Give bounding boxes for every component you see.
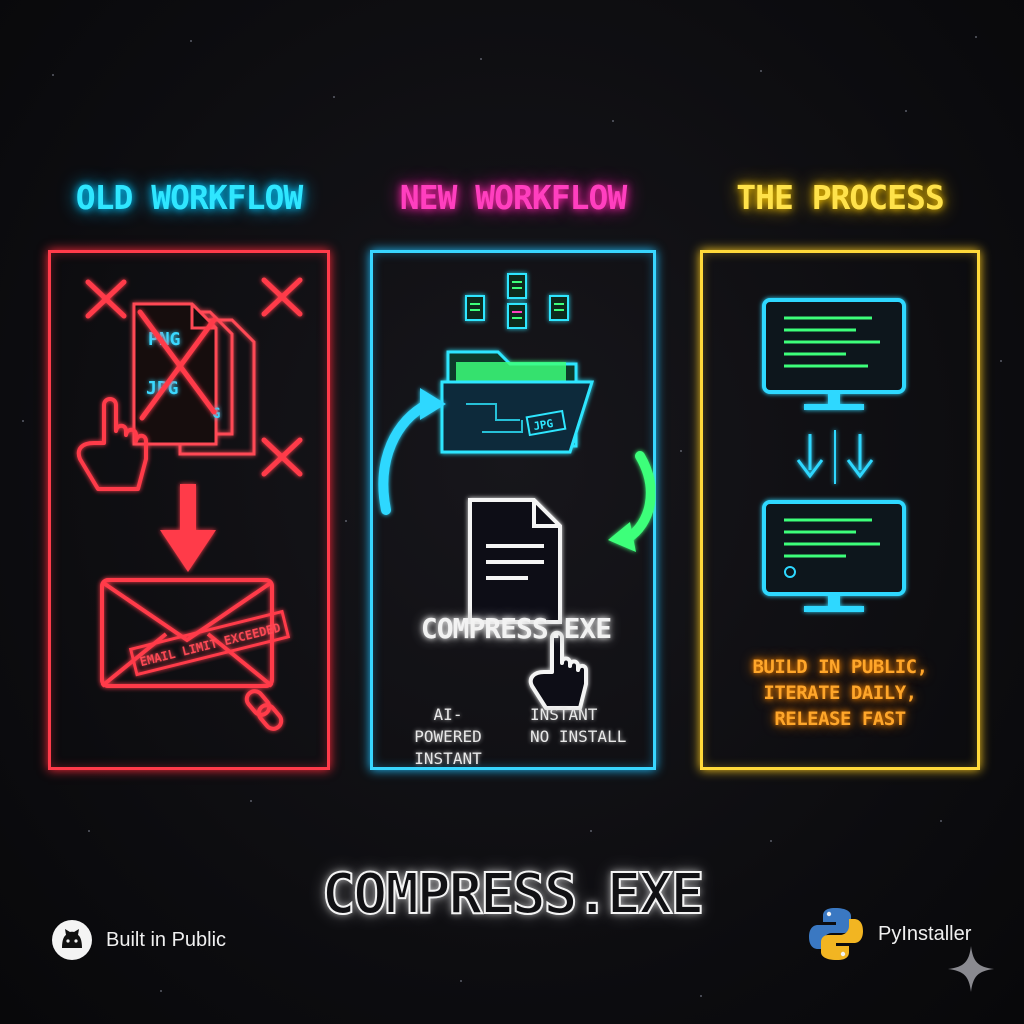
cycle-arrow-icon xyxy=(623,451,656,543)
footer-right-text: PyInstaller xyxy=(878,922,972,945)
small-file-icons xyxy=(465,273,569,329)
heading-new-workflow: NEW WORKFLOW xyxy=(399,178,627,217)
feature-list-left: AI-POWERED INSTANT xyxy=(400,704,496,770)
feature-ai-powered: AI-POWERED xyxy=(414,705,482,746)
footer-pyinstaller: PyInstaller xyxy=(806,904,971,964)
file-icon xyxy=(549,295,569,321)
footer-left-text: Built in Public xyxy=(106,928,227,951)
monitor-icon xyxy=(762,298,906,410)
chain-icon xyxy=(244,689,284,731)
down-arrow-icon xyxy=(796,430,874,484)
heading-old-workflow: OLD WORKFLOW xyxy=(75,178,303,217)
file-icon xyxy=(465,295,485,321)
process-line-3: RELEASE FAST xyxy=(774,708,906,730)
hand-pointer-icon xyxy=(76,397,148,491)
old-workflow-panel xyxy=(48,250,330,770)
hand-pointer-icon xyxy=(528,630,588,710)
monitor-icon xyxy=(762,500,906,612)
folder-icon xyxy=(440,350,595,454)
file-icon xyxy=(507,303,527,329)
feature-list-right: INSTANT NO INSTALL xyxy=(530,704,630,748)
footer-built-in-public: Built in Public xyxy=(50,918,226,962)
feature-no-install: NO INSTALL xyxy=(530,727,627,746)
feature-instant-right: INSTANT xyxy=(530,705,598,724)
sparkle-icon xyxy=(948,946,994,992)
main-title: COMPRESS.EXE xyxy=(321,861,706,928)
python-icon xyxy=(809,908,863,960)
new-workflow-panel xyxy=(370,250,656,770)
github-icon xyxy=(52,920,92,960)
cycle-arrow-icon xyxy=(378,399,433,515)
process-line-2: ITERATE DAILY, xyxy=(763,682,917,704)
process-motto: BUILD IN PUBLIC, ITERATE DAILY, RELEASE … xyxy=(740,654,940,732)
feature-instant: INSTANT xyxy=(414,749,482,768)
x-mark-icon xyxy=(261,437,303,477)
document-icon xyxy=(468,498,562,624)
file-icon xyxy=(507,273,527,299)
x-mark-icon xyxy=(85,279,127,319)
down-arrow-icon xyxy=(160,484,216,572)
process-panel xyxy=(700,250,980,770)
compress-exe-label: COMPRESS.EXE xyxy=(420,612,612,645)
folder-tag-jpg: JPG xyxy=(532,417,554,433)
x-mark-icon xyxy=(261,277,303,317)
email-limit-stamp: EMAIL LIMIT EXCEEDED xyxy=(128,609,291,677)
process-line-1: BUILD IN PUBLIC, xyxy=(752,656,928,678)
strike-x-icon xyxy=(137,309,217,421)
cycle-arrowhead-icon xyxy=(420,388,446,420)
cycle-arrowhead-icon xyxy=(608,522,636,552)
heading-the-process: THE PROCESS xyxy=(736,178,945,217)
file-label-g: G xyxy=(212,406,220,422)
